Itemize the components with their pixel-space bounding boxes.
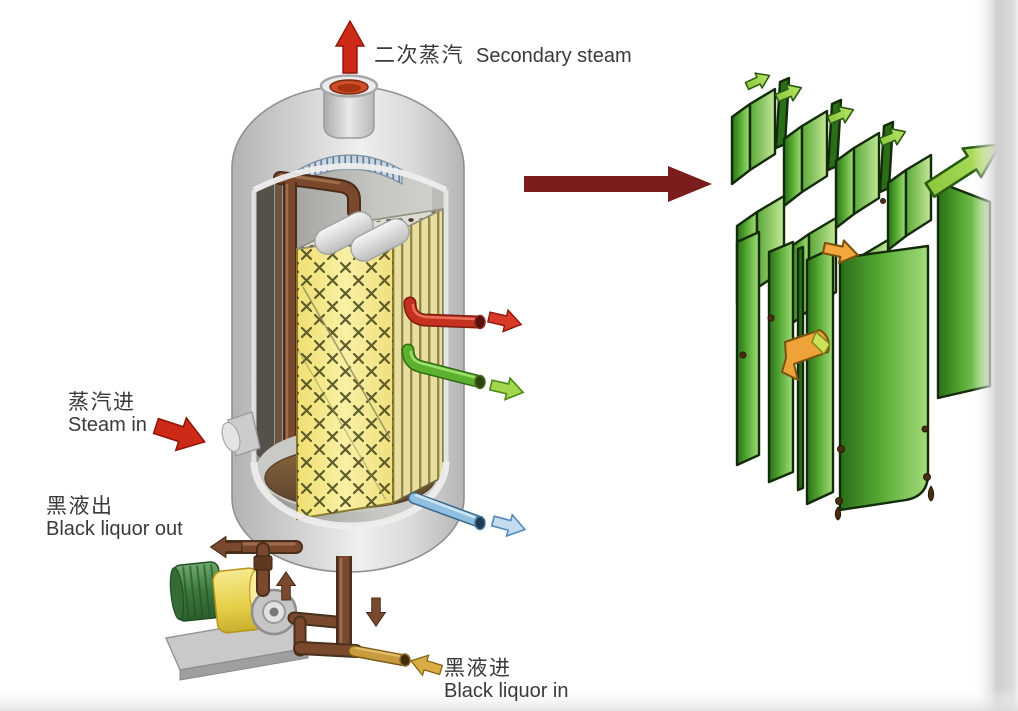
label-secondary-steam-zh: 二次蒸汽	[374, 44, 464, 67]
plate	[805, 246, 835, 506]
orange-ribbon-tip	[811, 331, 831, 355]
falling-film-plate-pack	[730, 72, 1002, 521]
pipe-fitting	[253, 555, 273, 571]
distributor-cylinder-right	[350, 218, 410, 262]
feed-distributor-pipe	[273, 171, 361, 470]
orange-arrow	[821, 239, 859, 265]
droplet	[927, 485, 935, 502]
pump-motor	[169, 561, 224, 622]
droplet	[834, 506, 842, 521]
label-secondary-steam-en: Secondary steam	[476, 45, 632, 67]
black-liquor-out-arrow	[209, 535, 243, 559]
vapor-outlet-pipe	[401, 343, 486, 390]
plate	[796, 245, 805, 492]
pipe-end-cap	[474, 374, 486, 390]
black-liquor-in-arrow	[409, 654, 444, 677]
label-steam-in: 蒸汽进 Steam in	[68, 391, 147, 437]
secondary-steam-nozzle	[319, 74, 379, 139]
distributor-cylinder-left	[314, 211, 374, 255]
concentrate-out-arrow	[490, 513, 527, 538]
vessel-cutaway	[250, 154, 450, 530]
heater-drain-line	[302, 286, 391, 439]
inner-wall-lining	[275, 182, 282, 474]
heater-drain-line-2	[297, 349, 387, 501]
feed-down-arrow	[365, 597, 387, 627]
label-steam-in-en: Steam in	[68, 414, 147, 436]
liquor-droplets	[739, 198, 935, 521]
liquor-flow-orange	[781, 239, 859, 381]
pipe-end-cap	[474, 515, 486, 531]
label-black-liquor-in: 黑液进 Black liquor in	[444, 657, 569, 703]
secondary-steam-arrow	[334, 19, 366, 74]
concentrate-outlet-pipe	[408, 492, 486, 531]
pipe-end-cap	[399, 653, 411, 667]
pump-base-front	[179, 647, 309, 681]
plate-heater-block	[296, 207, 444, 521]
label-black-liquor-out-zh: 黑液出	[46, 495, 114, 518]
plate	[735, 230, 761, 467]
circulation-pipes	[287, 556, 363, 658]
heater-side-face	[392, 207, 444, 505]
heater-front-xpattern	[297, 234, 393, 519]
condensate-out-arrow	[487, 308, 523, 333]
steam-inlet-nozzle	[221, 411, 261, 457]
label-black-liquor-out: 黑液出 Black liquor out	[46, 495, 183, 541]
vapor-out-arrow	[488, 376, 525, 401]
plate-row-top	[730, 76, 933, 252]
cut-rim-bottom	[250, 461, 450, 530]
label-black-liquor-out-en: Black liquor out	[46, 518, 183, 540]
plate-columns	[735, 230, 930, 512]
cut-rim-top	[252, 163, 448, 193]
condensate-outlet-pipe	[403, 296, 486, 330]
pipe-end-cap	[474, 314, 486, 330]
plate	[767, 240, 795, 484]
label-black-liquor-in-zh: 黑液进	[444, 657, 512, 680]
right-edge-shade	[972, 0, 1018, 711]
black-liquor-in-pipe	[348, 645, 411, 667]
label-secondary-steam: 二次蒸汽 Secondary steam	[374, 44, 632, 68]
bottom-edge-shade	[0, 688, 1018, 711]
transfer-arrow	[524, 166, 712, 202]
steam-in-arrow	[152, 416, 206, 452]
circulation-pump-assembly	[165, 561, 309, 681]
inner-wall-left-dark	[254, 184, 274, 470]
label-black-liquor-in-en: Black liquor in	[444, 680, 569, 702]
label-steam-in-zh: 蒸汽进	[68, 391, 136, 414]
circulation-up-arrow	[275, 571, 297, 601]
plate-front-large	[838, 244, 930, 512]
evaporator-vessel	[221, 74, 465, 573]
